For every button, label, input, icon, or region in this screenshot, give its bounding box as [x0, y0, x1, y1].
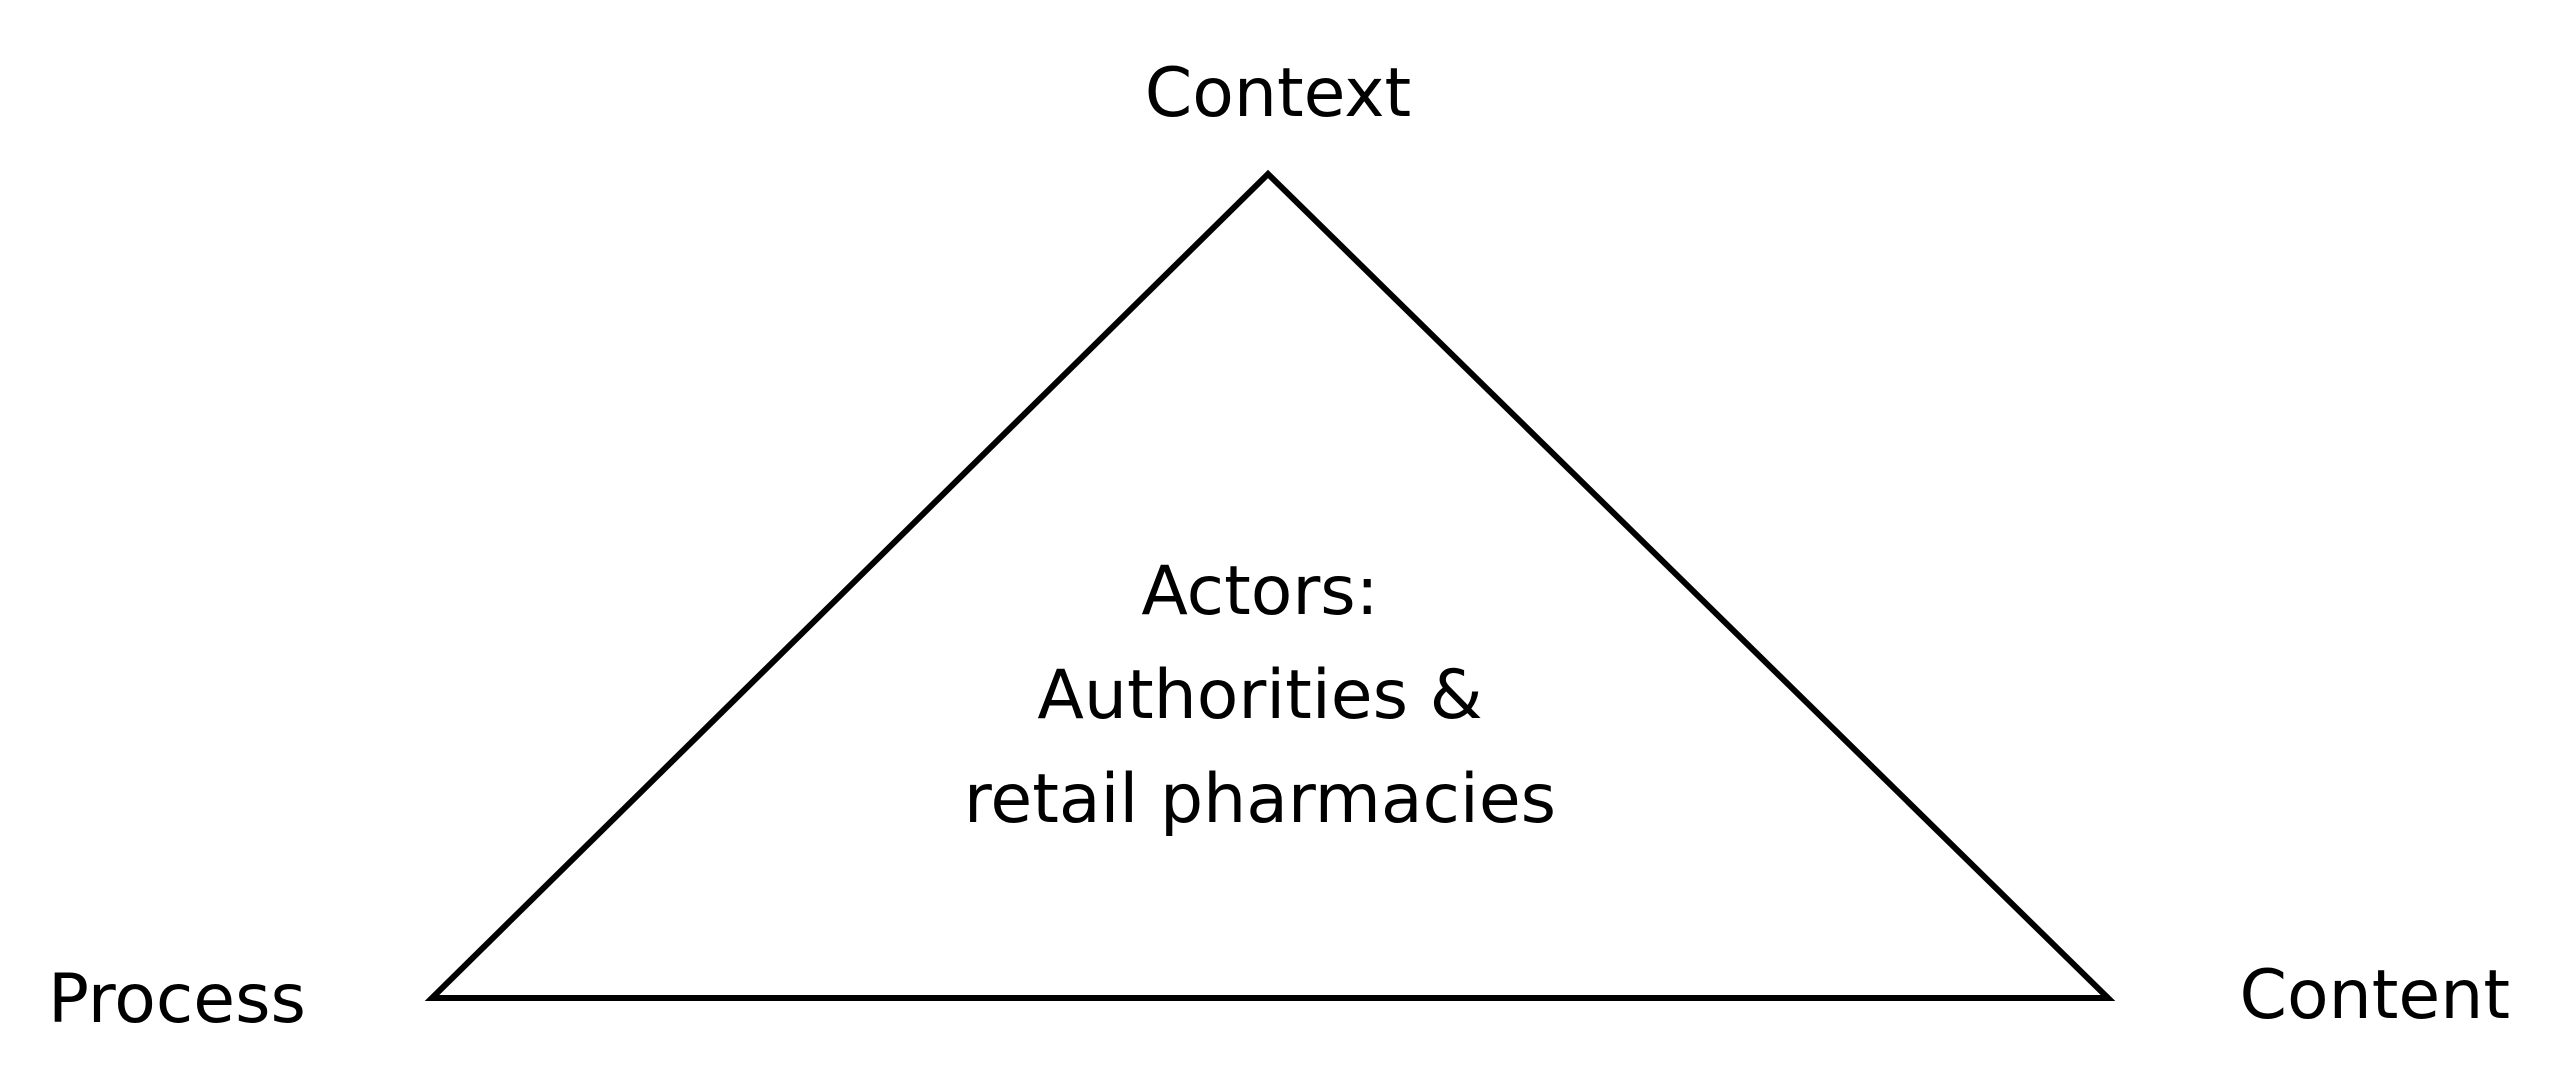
content-label: Content [2239, 956, 2510, 1035]
actors-line-pharmacies: retail pharmacies [963, 760, 1557, 839]
actors-text: Actors: Authorities & retail pharmacies [964, 540, 1556, 852]
process-label: Process [48, 960, 306, 1039]
context-label: Context [1144, 54, 1412, 133]
actors-line-authorities: Authorities & [1037, 656, 1483, 735]
actors-heading: Actors: [1141, 552, 1379, 631]
triangle-shape [424, 169, 2116, 1001]
